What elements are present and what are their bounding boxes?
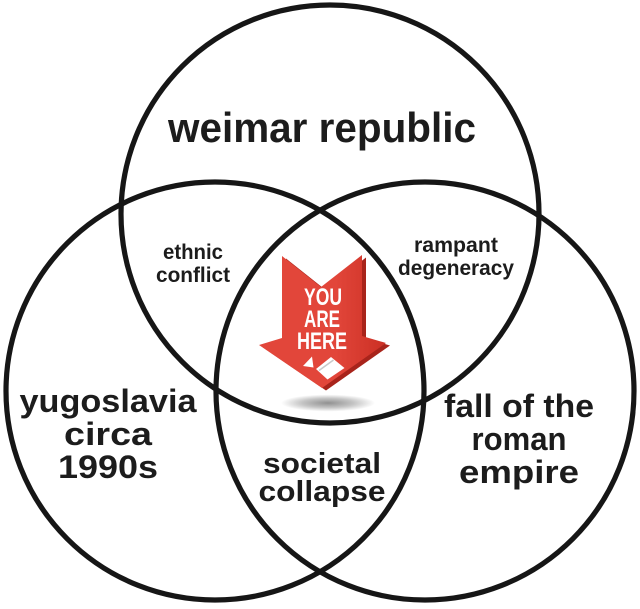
left-circle-label-line-1: yugoslavia <box>20 383 197 419</box>
roman-empire-circle <box>213 179 637 603</box>
right-circle-label: fall of the roman empire <box>444 388 594 490</box>
top-circle-label: weimar republic <box>167 104 476 151</box>
arrow-shadow <box>281 394 375 412</box>
page-curl-crease <box>318 359 334 372</box>
overlap-top-left-line-2: conflict <box>156 264 230 287</box>
left-circle-label-line-2: circa <box>64 416 152 452</box>
page-curl-icon <box>303 356 345 380</box>
down-arrow-icon <box>259 255 386 388</box>
overlap-bottom-line-1: societal <box>263 448 381 480</box>
left-circle-label: yugoslavia circa 1990s <box>20 383 197 485</box>
overlap-bottom-label: societal collapse <box>259 448 386 508</box>
right-circle-label-line-3: empire <box>459 454 579 490</box>
overlap-top-left-label: ethnic conflict <box>156 241 230 287</box>
left-circle-label-line-3: 1990s <box>58 449 158 485</box>
you-are-here-marker: YOU ARE HERE <box>253 249 392 394</box>
arrow-text: YOU ARE HERE <box>297 284 347 355</box>
arrow-text-line-2: ARE <box>304 306 340 333</box>
overlap-bottom-line-2: collapse <box>259 476 386 508</box>
overlap-top-right-line-2: degeneracy <box>398 257 514 280</box>
overlap-top-right-label: rampant degeneracy <box>398 234 514 280</box>
page-curl-leaf <box>303 356 314 368</box>
arrow-text-line-1: YOU <box>304 284 342 311</box>
arrow-text-line-3: HERE <box>297 328 347 355</box>
page-curl-page <box>316 357 345 380</box>
overlap-top-left-line-1: ethnic <box>163 241 223 264</box>
overlap-top-right-line-1: rampant <box>414 234 498 257</box>
yugoslavia-circle <box>3 179 427 603</box>
right-circle-label-line-2: roman <box>472 421 567 457</box>
right-circle-label-line-1: fall of the <box>444 388 594 424</box>
